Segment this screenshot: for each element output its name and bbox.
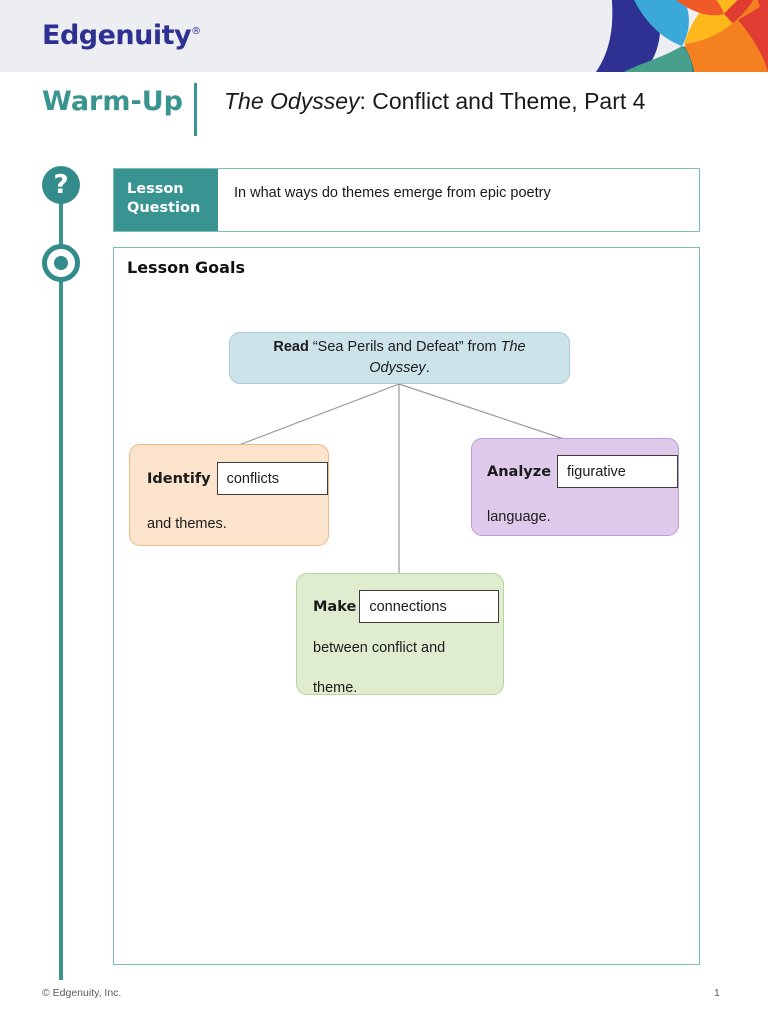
edgenuity-wordmark: Edgenuity® <box>42 20 201 51</box>
diagram-node-read-pre: “Sea Perils and Defeat” from <box>308 339 501 355</box>
diagram-node-make-tail-line1: between conflict and <box>313 640 446 656</box>
diagram-connectors <box>230 383 577 573</box>
diagram-node-analyze: Analyze figurative language. <box>471 438 679 536</box>
identify-blank-field[interactable]: conflicts <box>216 462 328 495</box>
diagram-node-read-keyword: Read <box>273 339 309 355</box>
diagram-node-analyze-keyword: Analyze <box>487 463 552 480</box>
diagram-node-read-text: Read “Sea Perils and Defeat” from The Od… <box>242 337 557 379</box>
page-title-italic: The Odyssey <box>224 88 360 114</box>
lesson-question-tab: Lesson Question <box>114 169 218 231</box>
registered-mark-icon: ® <box>191 26 201 37</box>
lesson-question-tab-line2: Question <box>127 200 201 216</box>
analyze-blank-field[interactable]: figurative <box>557 455 678 488</box>
diagram-node-make-tail-line2: theme. <box>313 680 358 696</box>
question-mark-icon: ? <box>42 166 80 204</box>
diagram-node-analyze-line1: Analyze figurative <box>487 455 678 488</box>
diagram-node-make-keyword: Make <box>313 598 357 615</box>
diagram-node-read: Read “Sea Perils and Defeat” from The Od… <box>229 332 570 384</box>
diagram-node-identify: Identify conflicts and themes. <box>129 444 329 546</box>
title-divider <box>194 83 197 136</box>
lesson-goals-panel: Lesson Goals Read “Sea Perils and Defeat… <box>113 247 700 965</box>
diagram-node-analyze-tail: language. <box>487 509 551 525</box>
lesson-title-row: Warm-Up The Odyssey: Conflict and Theme,… <box>0 83 768 142</box>
footer-page-number: 1 <box>714 987 720 999</box>
page-title: The Odyssey: Conflict and Theme, Part 4 <box>224 88 645 115</box>
brand-name: Edgenuity <box>42 20 192 51</box>
footer-copyright: © Edgenuity, Inc. <box>42 987 122 999</box>
diagram-node-identify-keyword: Identify <box>147 470 211 487</box>
diagram-node-read-italic: The Odyssey <box>369 339 526 376</box>
lesson-question-text: In what ways do themes emerge from epic … <box>234 185 551 201</box>
diagram-node-identify-tail: and themes. <box>147 516 227 532</box>
lesson-goals-heading: Lesson Goals <box>127 258 245 277</box>
target-ring-icon <box>42 244 80 282</box>
progress-rail-line <box>59 190 63 980</box>
lesson-goals-diagram: Read “Sea Perils and Defeat” from The Od… <box>114 248 699 964</box>
header-band: Edgenuity® <box>0 0 768 72</box>
make-blank-field[interactable]: connections <box>359 590 500 623</box>
lesson-question-panel: Lesson Question In what ways do themes e… <box>113 168 700 232</box>
edgenuity-petal-logo <box>588 0 768 72</box>
diagram-node-make-line1: Make connections <box>313 590 503 623</box>
target-ring-center <box>54 256 68 270</box>
section-label-warm-up: Warm-Up <box>42 86 183 117</box>
diagram-node-identify-line1: Identify conflicts <box>147 462 328 495</box>
page-title-rest: : Conflict and Theme, Part 4 <box>359 88 646 114</box>
diagram-node-read-post: . <box>425 360 430 376</box>
diagram-node-make: Make connections between conflict and th… <box>296 573 504 696</box>
lesson-question-tab-line1: Lesson <box>127 181 184 197</box>
